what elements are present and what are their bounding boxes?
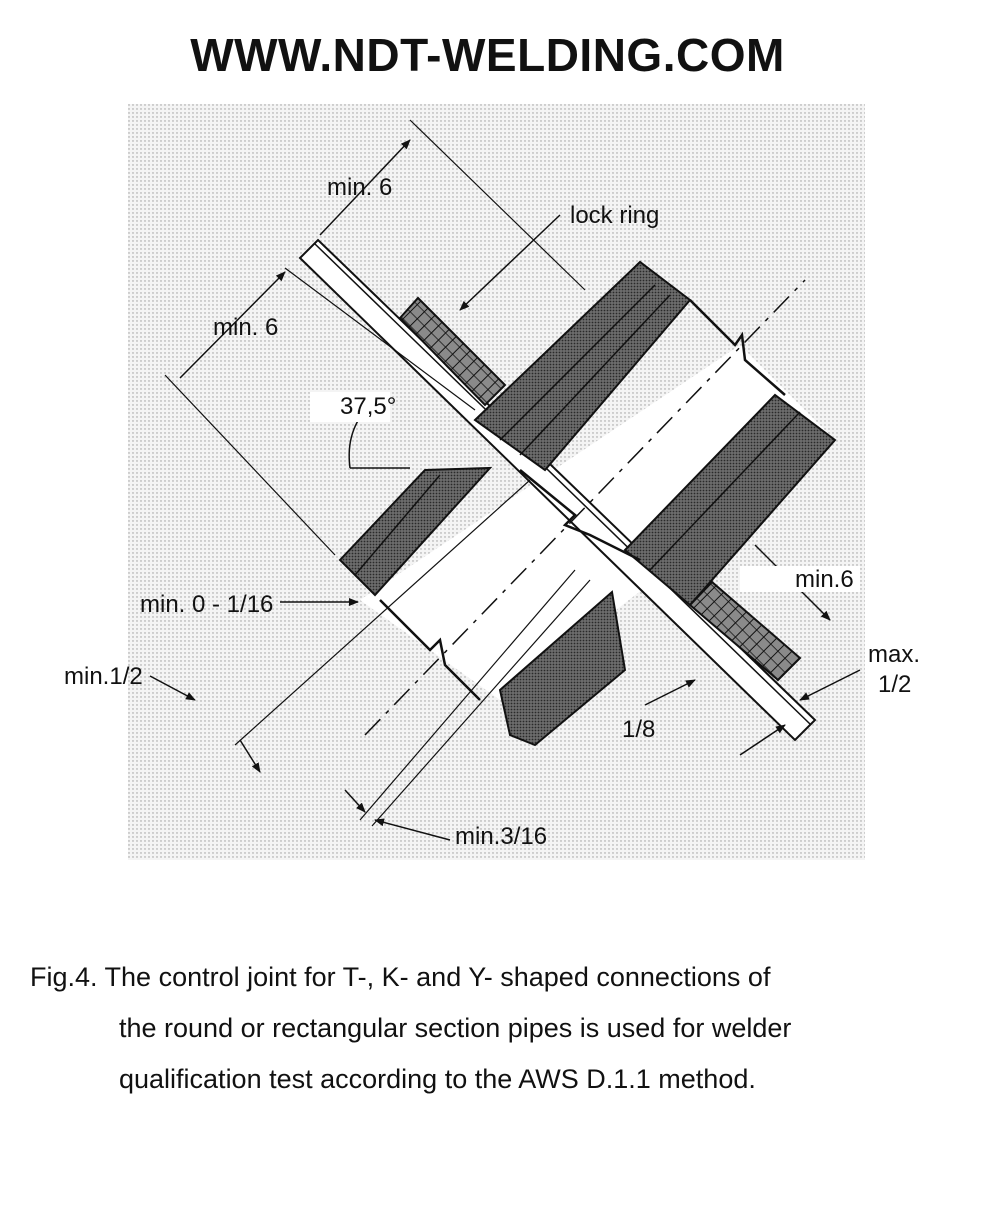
pipe-edge-break-top — [689, 299, 786, 396]
site-title: WWW.NDT-WELDING.COM — [190, 29, 785, 81]
label-min6-right: min.6 — [795, 566, 854, 593]
caption-line-2: the round or rectangular section pipes i… — [119, 1013, 792, 1043]
dim-min6-top — [319, 139, 411, 236]
label-lock-ring: lock ring — [570, 202, 659, 229]
figure-caption: Fig.4. The control joint for T-, K- and … — [30, 952, 970, 1105]
label-min0-116: min. 0 - 1/16 — [140, 591, 273, 618]
right-pipe-wall — [623, 393, 837, 607]
lock-ring-upper — [398, 296, 507, 407]
dim-eighth-arrow2 — [739, 724, 786, 756]
dim-min12-leader — [149, 675, 196, 701]
label-max: max. — [868, 641, 920, 668]
dim-max-leader — [799, 669, 861, 701]
dim-min316-leader — [374, 818, 451, 841]
weld-joint-diagram: min. 6 lock ring min. 6 37,5° min.6 max.… — [64, 104, 920, 860]
bottom-weld-bevel — [498, 590, 627, 747]
pipe-centreline — [364, 279, 806, 736]
dim-lock-ring-leader — [459, 214, 561, 311]
label-min6-top: min. 6 — [327, 174, 392, 201]
label-min316: min.3/16 — [455, 823, 547, 850]
left-weld-bevel — [338, 466, 493, 597]
dim-eighth-leader — [644, 679, 696, 706]
caption-line-1-text: The control joint for T-, K- and Y- shap… — [104, 962, 771, 992]
dim-min6-left — [179, 271, 286, 379]
base-plate — [298, 238, 817, 742]
caption-line-1: Fig.4. The control joint for T-, K- and … — [30, 952, 970, 1003]
caption-line-3: qualification test according to the AWS … — [119, 1064, 756, 1094]
label-min6-left: min. 6 — [213, 314, 278, 341]
label-angle: 37,5° — [340, 393, 396, 420]
lock-ring-lower — [688, 580, 802, 682]
label-eighth: 1/8 — [622, 716, 655, 743]
label-max-value: 1/2 — [878, 671, 911, 698]
pipe-edge-upper — [519, 469, 641, 562]
label-min-half: min.1/2 — [64, 663, 143, 690]
caption-prefix: Fig.4. — [30, 962, 98, 992]
pipe-edge-lower — [379, 599, 481, 701]
